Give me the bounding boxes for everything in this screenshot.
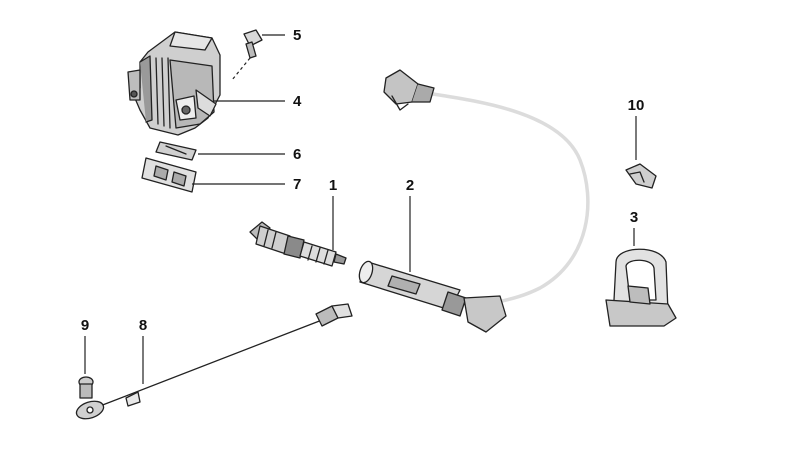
callout-6: 6: [293, 146, 301, 163]
callout-3: 3: [630, 209, 638, 226]
callout-10: 10: [628, 97, 645, 114]
ignition-coil: [127, 31, 221, 136]
spark-plug: [249, 221, 347, 267]
plate: [141, 157, 197, 193]
callout-2: 2: [406, 177, 414, 194]
screw: [231, 29, 263, 81]
bolt: [78, 376, 94, 399]
callout-5: 5: [293, 27, 301, 44]
callouts: 1 2 3 4 5 6 7 8 9 10: [81, 27, 645, 334]
gasket-strip: [155, 141, 197, 161]
callout-8: 8: [139, 317, 147, 334]
ground-cable: [75, 303, 353, 420]
ignition-lead: [358, 69, 590, 333]
small-clip: [625, 163, 657, 189]
holder-clip: [605, 248, 677, 327]
callout-9: 9: [81, 317, 89, 334]
callout-7: 7: [293, 176, 301, 193]
leader-lines: [84, 34, 637, 384]
callout-4: 4: [293, 93, 302, 110]
callout-1: 1: [329, 177, 337, 194]
